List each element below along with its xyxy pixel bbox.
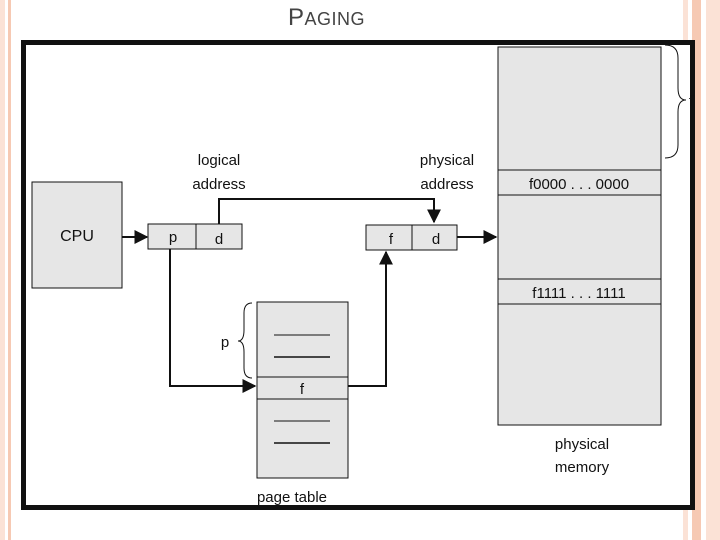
frame-start-row bbox=[497, 169, 662, 196]
frame-number-arrow bbox=[348, 250, 393, 387]
physical-f-field bbox=[365, 224, 413, 251]
physical-address-label-line1: physical bbox=[420, 152, 474, 169]
slide-title-initial: P bbox=[288, 4, 305, 31]
physical-address-label-line2: address bbox=[420, 176, 473, 193]
logical-d-label: d bbox=[215, 231, 223, 248]
page-table-brace-label: p bbox=[221, 334, 229, 351]
frame-end-row bbox=[497, 278, 662, 305]
page-table-entry-label: f bbox=[300, 381, 305, 398]
right-decor-stripe-outer bbox=[706, 0, 720, 540]
cpu-label: CPU bbox=[60, 228, 94, 245]
physical-memory-brace-label: f bbox=[689, 93, 694, 110]
left-decor-stripe-inner bbox=[8, 0, 11, 540]
physical-f-label: f bbox=[389, 231, 394, 248]
cpu-box bbox=[31, 181, 123, 289]
left-decor-stripe bbox=[0, 0, 5, 540]
page-table-selected-entry bbox=[256, 376, 349, 400]
physical-memory-brace bbox=[664, 44, 687, 159]
physical-memory-box bbox=[497, 46, 662, 426]
logical-address-label-line2: address bbox=[192, 176, 245, 193]
slide-title-rest: AGING bbox=[304, 9, 366, 29]
logical-p-field bbox=[147, 223, 197, 250]
page-number-to-table-arrow bbox=[169, 249, 257, 393]
page-table-brace bbox=[237, 302, 253, 379]
frame-start-label: f0000 . . . 0000 bbox=[529, 176, 629, 193]
physical-memory-label-line1: physical bbox=[555, 436, 609, 453]
physical-memory-label-line2: memory bbox=[555, 459, 610, 476]
logical-address-label-line1: logical bbox=[198, 152, 241, 169]
logical-p-label: p bbox=[169, 229, 177, 246]
offset-passthrough-arrow bbox=[218, 198, 441, 224]
physical-d-label: d bbox=[432, 231, 440, 248]
right-decor-stripe-mid bbox=[692, 0, 701, 540]
frame-end-label: f1111 . . . 1111 bbox=[532, 285, 625, 302]
slide-title: PAGING bbox=[288, 4, 365, 32]
page-table-label: page table bbox=[257, 489, 327, 506]
